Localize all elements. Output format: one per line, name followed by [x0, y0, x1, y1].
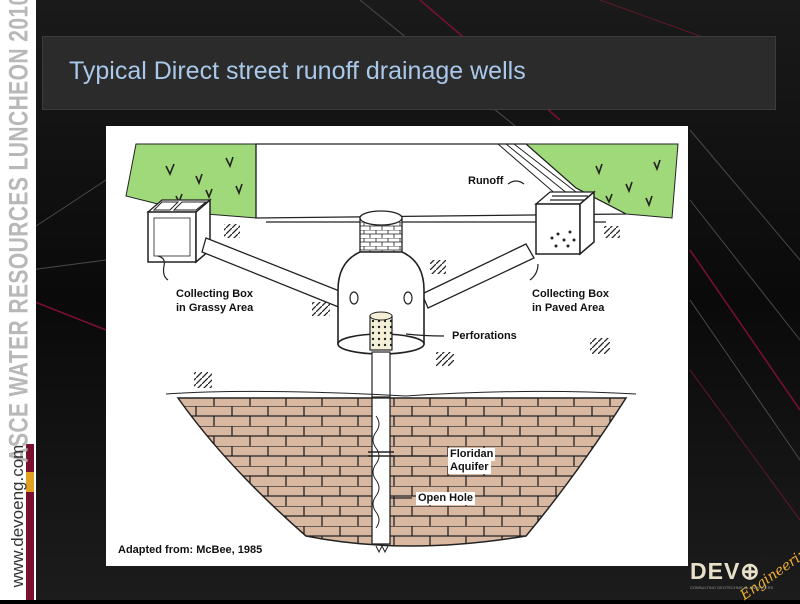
conference-banner: ASCE WATER RESOURCES LUNCHEON 2010 [3, 0, 34, 463]
collecting-box-paved [534, 190, 596, 256]
logo-tagline: CONSULTING GEOTECHNICAL ENGINEERS [690, 585, 774, 590]
drainage-well-diagram: Runoff Collecting Box in Grassy Area Col… [106, 126, 688, 566]
pipe-right [421, 243, 535, 309]
label-perforations: Perforations [452, 330, 517, 342]
accent-bar-red [26, 444, 34, 472]
label-box-paved-line1: Collecting Box [532, 288, 610, 300]
label-aquifer-line2: Aquifer [448, 461, 491, 474]
slide-title: Typical Direct street runoff drainage we… [69, 57, 526, 85]
label-aquifer-line1: Floridan [448, 448, 496, 461]
accent-bar-red-lower [26, 492, 34, 600]
website-link[interactable]: www.devoeng.com [8, 444, 27, 588]
diagram-drawing [125, 143, 679, 554]
title-bar: Typical Direct street runoff drainage we… [42, 36, 776, 110]
figure-caption: Adapted from: McBee, 1985 [118, 544, 263, 556]
drainage-well [337, 210, 425, 398]
label-runoff: Runoff [468, 175, 504, 187]
collecting-box-grassy [146, 198, 212, 264]
open-hole [368, 397, 394, 554]
label-box-paved-line2: in Paved Area [532, 302, 605, 314]
label-box-grassy-line2: in Grassy Area [176, 302, 254, 314]
company-logo: DEV⊕ Engineering CONSULTING GEOTECHNICAL… [690, 540, 800, 603]
logo-wordmark: DEV⊕ [690, 558, 761, 584]
floridan-aquifer [176, 397, 628, 547]
accent-bar-yellow [26, 472, 34, 492]
label-box-grassy-line1: Collecting Box [176, 288, 254, 300]
label-open-hole: Open Hole [416, 492, 476, 505]
